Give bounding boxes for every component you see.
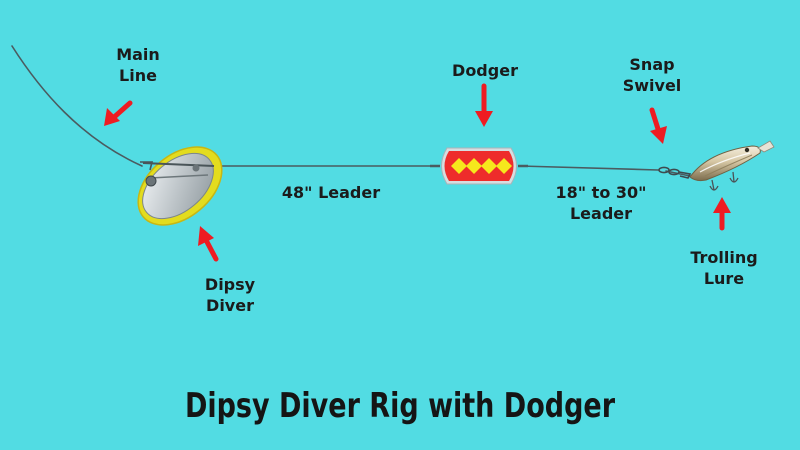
arrow-main-line: [104, 100, 133, 126]
label-main-line-line2: Line: [119, 66, 157, 85]
arrow-snap-swivel: [649, 107, 667, 144]
label-dipsy-diver-line2: Diver: [206, 296, 254, 315]
label-leader-18-30-line1: 18" to 30": [555, 183, 647, 202]
label-dipsy-diver: Dipsy Diver: [190, 274, 270, 316]
arrow-dipsy-diver: [198, 226, 219, 262]
label-dipsy-diver-line1: Dipsy: [204, 275, 256, 294]
label-dodger: Dodger: [440, 60, 530, 81]
snap-swivel-shape: [658, 166, 692, 179]
trolling-lure-shape: [689, 140, 775, 191]
main-line: [11, 45, 143, 167]
label-trolling-lure-line2: Lure: [703, 269, 745, 288]
label-leader-18-30: 18" to 30" Leader: [546, 182, 656, 224]
arrow-dodger: [475, 83, 493, 127]
label-main-line-line1: Main: [116, 45, 160, 64]
label-dodger-line1: Dodger: [452, 61, 518, 80]
arrow-trolling-lure: [713, 197, 731, 231]
dodger-shape: [430, 147, 528, 185]
label-snap-swivel-line1: Snap: [629, 55, 675, 74]
label-snap-swivel: Snap Swivel: [610, 54, 694, 96]
label-snap-swivel-line2: Swivel: [622, 76, 682, 95]
leader-18-30: [519, 165, 659, 171]
label-leader-48-line1: 48" Leader: [281, 183, 381, 202]
diagram-title: Dipsy Diver Rig with Dodger: [184, 387, 616, 426]
label-leader-18-30-line2: Leader: [569, 204, 633, 223]
label-trolling-lure: Trolling Lure: [676, 247, 772, 289]
dipsy-diver-shape: [137, 146, 223, 226]
label-trolling-lure-line1: Trolling: [690, 248, 758, 267]
label-leader-48: 48" Leader: [266, 182, 396, 203]
label-main-line: Main Line: [108, 44, 168, 86]
